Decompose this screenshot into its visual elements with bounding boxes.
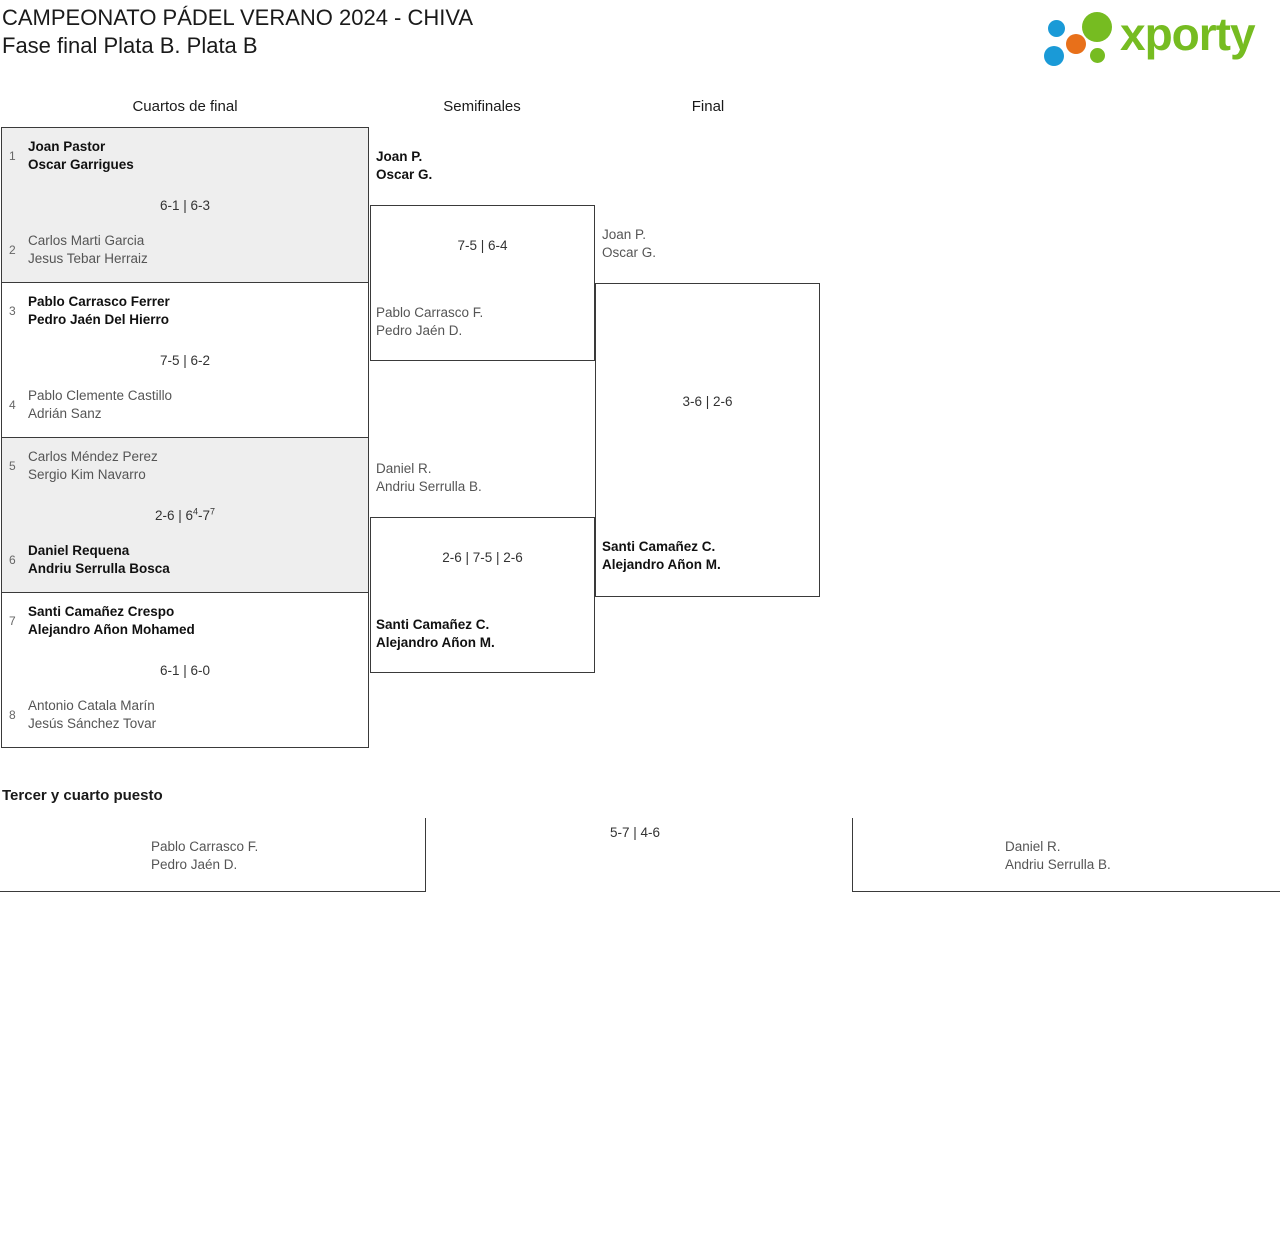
final-score: 3-6 | 2-6 bbox=[682, 394, 733, 409]
semifinal-match-2[interactable]: 2-6 | 7-5 | 2-6 bbox=[370, 517, 595, 673]
player-name: Pablo Carrasco F. bbox=[376, 305, 484, 320]
player-name: Sergio Kim Navarro bbox=[28, 467, 146, 482]
quarterfinal-3-score: 2-6 | 64-77 bbox=[154, 506, 216, 523]
player-name: Carlos Marti Garcia bbox=[28, 233, 145, 248]
team-names: Daniel R. Andriu Serrulla B. bbox=[1005, 838, 1111, 874]
third-place-team-left[interactable]: Pablo Carrasco F. Pedro Jaén D. bbox=[0, 818, 426, 892]
player-name: Pablo Carrasco Ferrer bbox=[28, 294, 170, 309]
seed-number: 5 bbox=[9, 459, 16, 473]
seed-number: 2 bbox=[9, 243, 16, 257]
player-name: Santi Camañez Crespo bbox=[28, 604, 175, 619]
player-name: Santi Camañez C. bbox=[602, 539, 716, 554]
player-name: Oscar G. bbox=[602, 245, 657, 260]
quarterfinal-match-1[interactable]: 1 Joan Pastor Oscar Garrigues 6-1 | 6-3 … bbox=[1, 127, 369, 283]
player-name: Pedro Jaén D. bbox=[151, 857, 238, 872]
player-name: Santi Camañez C. bbox=[376, 617, 490, 632]
player-name: Oscar G. bbox=[376, 167, 433, 182]
seed-number: 7 bbox=[9, 614, 16, 628]
page-title: CAMPEONATO PÁDEL VERANO 2024 - CHIVA Fas… bbox=[2, 4, 473, 60]
player-name: Jesus Tebar Herraiz bbox=[28, 251, 148, 266]
logo-dot-orange-icon bbox=[1066, 34, 1086, 54]
team-names: Pablo Carrasco F. Pedro Jaén D. bbox=[151, 838, 258, 874]
third-place-score: 5-7 | 4-6 bbox=[610, 825, 661, 840]
player-name: Alejandro Añon M. bbox=[376, 635, 495, 650]
seed-number: 3 bbox=[9, 304, 16, 318]
third-place-team-right[interactable]: Daniel R. Andriu Serrulla B. bbox=[852, 818, 1280, 892]
quarterfinals-column: 1 Joan Pastor Oscar Garrigues 6-1 | 6-3 … bbox=[1, 127, 369, 748]
player-name: Pablo Clemente Castillo bbox=[28, 388, 173, 403]
player-name: Alejandro Añon Mohamed bbox=[28, 622, 195, 637]
round-header-final: Final bbox=[691, 98, 725, 115]
tiebreak-superscript: 4 bbox=[192, 506, 198, 517]
quarterfinal-2-score: 7-5 | 6-2 bbox=[159, 353, 211, 368]
semifinal-2-team-top[interactable]: Daniel R. Andriu Serrulla B. bbox=[376, 460, 482, 496]
player-name: Antonio Catala Marín bbox=[28, 698, 155, 713]
player-name: Daniel R. bbox=[1005, 839, 1061, 854]
final-team-top[interactable]: Joan P. Oscar G. bbox=[602, 226, 656, 262]
player-name: Carlos Méndez Perez bbox=[28, 449, 158, 464]
player-name: Alejandro Añon M. bbox=[602, 557, 721, 572]
player-name: Pedro Jaén Del Hierro bbox=[28, 312, 170, 327]
xporty-logo: xporty bbox=[1042, 8, 1274, 66]
player-name: Jesús Sánchez Tovar bbox=[28, 716, 157, 731]
semifinal-1-score: 7-5 | 6-4 bbox=[457, 238, 508, 253]
team-names: Carlos Méndez Perez Sergio Kim Navarro bbox=[28, 448, 158, 484]
player-name: Pablo Carrasco F. bbox=[151, 839, 259, 854]
quarterfinal-2-team-top[interactable]: 3 Pablo Carrasco Ferrer Pedro Jaén Del H… bbox=[2, 293, 368, 333]
tiebreak-superscript: 7 bbox=[210, 506, 216, 517]
logo-dot-green-large-icon bbox=[1082, 12, 1112, 42]
quarterfinal-3-team-bottom[interactable]: 6 Daniel Requena Andriu Serrulla Bosca bbox=[2, 542, 368, 582]
player-name: Adrián Sanz bbox=[28, 406, 102, 421]
team-names: Pablo Carrasco Ferrer Pedro Jaén Del Hie… bbox=[28, 293, 170, 329]
semifinal-match-1[interactable]: 7-5 | 6-4 bbox=[370, 205, 595, 361]
seed-number: 6 bbox=[9, 553, 16, 567]
semifinal-2-team-bottom[interactable]: Santi Camañez C. Alejandro Añon M. bbox=[376, 616, 495, 652]
quarterfinal-3-team-top[interactable]: 5 Carlos Méndez Perez Sergio Kim Navarro bbox=[2, 448, 368, 488]
quarterfinal-1-team-bottom[interactable]: 2 Carlos Marti Garcia Jesus Tebar Herrai… bbox=[2, 232, 368, 272]
player-name: Andriu Serrulla B. bbox=[1005, 857, 1111, 872]
logo-dot-blue-top-icon bbox=[1048, 20, 1065, 37]
player-name: Joan P. bbox=[602, 227, 647, 242]
quarterfinal-match-4[interactable]: 7 Santi Camañez Crespo Alejandro Añon Mo… bbox=[1, 592, 369, 748]
seed-number: 8 bbox=[9, 708, 16, 722]
logo-dot-blue-bottom-icon bbox=[1044, 46, 1064, 66]
team-names: Daniel Requena Andriu Serrulla Bosca bbox=[28, 542, 170, 578]
quarterfinal-match-2[interactable]: 3 Pablo Carrasco Ferrer Pedro Jaén Del H… bbox=[1, 282, 369, 438]
quarterfinal-4-score: 6-1 | 6-0 bbox=[159, 663, 211, 678]
player-name: Andriu Serrulla Bosca bbox=[28, 561, 170, 576]
logo-wordmark: xporty bbox=[1120, 8, 1256, 60]
logo-dot-green-small-icon bbox=[1090, 48, 1105, 63]
team-names: Antonio Catala Marín Jesús Sánchez Tovar bbox=[28, 697, 156, 733]
player-name: Daniel R. bbox=[376, 461, 432, 476]
quarterfinal-4-team-bottom[interactable]: 8 Antonio Catala Marín Jesús Sánchez Tov… bbox=[2, 697, 368, 737]
player-name: Joan P. bbox=[376, 149, 423, 164]
team-names: Joan Pastor Oscar Garrigues bbox=[28, 138, 134, 174]
player-name: Oscar Garrigues bbox=[28, 157, 134, 172]
third-place-title: Tercer y cuarto puesto bbox=[2, 787, 163, 804]
player-name: Joan Pastor bbox=[28, 139, 106, 154]
team-names: Pablo Clemente Castillo Adrián Sanz bbox=[28, 387, 172, 423]
quarterfinal-1-team-top[interactable]: 1 Joan Pastor Oscar Garrigues bbox=[2, 138, 368, 178]
semifinal-2-score: 2-6 | 7-5 | 2-6 bbox=[442, 550, 523, 565]
player-name: Daniel Requena bbox=[28, 543, 130, 558]
quarterfinal-4-team-top[interactable]: 7 Santi Camañez Crespo Alejandro Añon Mo… bbox=[2, 603, 368, 643]
player-name: Pedro Jaén D. bbox=[376, 323, 463, 338]
semifinal-1-team-top[interactable]: Joan P. Oscar G. bbox=[376, 148, 432, 184]
quarterfinal-2-team-bottom[interactable]: 4 Pablo Clemente Castillo Adrián Sanz bbox=[2, 387, 368, 427]
player-name: Andriu Serrulla B. bbox=[376, 479, 482, 494]
final-match[interactable]: 3-6 | 2-6 bbox=[595, 283, 820, 597]
semifinal-1-team-bottom[interactable]: Pablo Carrasco F. Pedro Jaén D. bbox=[376, 304, 483, 340]
phase-title: Fase final Plata B. Plata B bbox=[2, 33, 258, 58]
quarterfinal-1-score: 6-1 | 6-3 bbox=[159, 198, 211, 213]
round-header-semifinals: Semifinales bbox=[443, 98, 521, 115]
seed-number: 4 bbox=[9, 398, 16, 412]
round-header-quarterfinals: Cuartos de final bbox=[132, 98, 238, 115]
seed-number: 1 bbox=[9, 149, 16, 163]
tournament-title: CAMPEONATO PÁDEL VERANO 2024 - CHIVA bbox=[2, 5, 474, 30]
team-names: Santi Camañez Crespo Alejandro Añon Moha… bbox=[28, 603, 195, 639]
team-names: Carlos Marti Garcia Jesus Tebar Herraiz bbox=[28, 232, 148, 268]
quarterfinal-match-3[interactable]: 5 Carlos Méndez Perez Sergio Kim Navarro… bbox=[1, 437, 369, 593]
final-team-bottom[interactable]: Santi Camañez C. Alejandro Añon M. bbox=[602, 538, 721, 574]
